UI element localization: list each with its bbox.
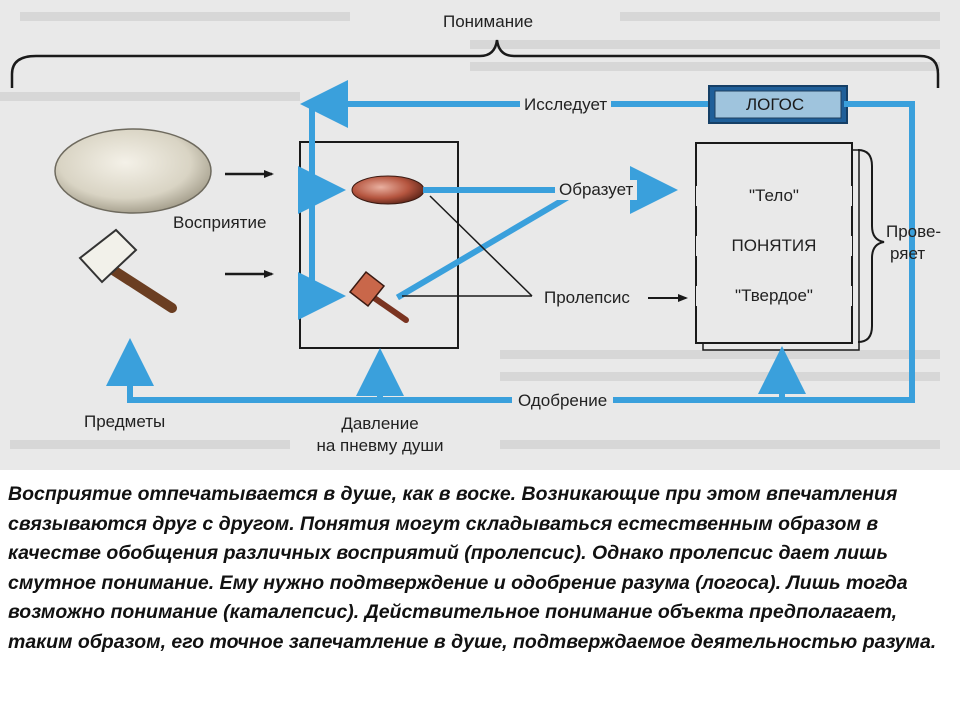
objects-label: Предметы [84,412,166,432]
body-concept-label: "Тело" [696,186,852,206]
investigates-label: Исследует [520,95,612,115]
background-texture [500,350,940,359]
diagram: Понимание Исследует ЛОГОС Образует Воспр… [0,0,960,470]
solid-concept-label: "Твердое" [696,286,852,306]
understanding-brace [10,39,940,88]
hammer-imprint-icon [348,270,409,323]
stone-imprint-icon [351,175,425,205]
caption-text: Восприятие отпечатывается в душе, как в … [8,483,937,653]
hammer-icon [78,228,177,313]
checks-label-line2: ряет [890,244,926,263]
background-texture [470,40,940,49]
background-texture [0,92,300,101]
stone-icon [54,128,212,214]
pressure-label-line2: на пневму души [290,436,470,456]
concepts-label: ПОНЯТИЯ [696,236,852,256]
background-texture [470,62,940,71]
forms-label: Образует [555,180,638,200]
background-texture [500,372,940,381]
soul-box [299,141,459,349]
understanding-label: Понимание [443,12,534,32]
checks-label-line1: Прове- [886,222,942,241]
background-texture [20,12,350,21]
approval-label: Одобрение [512,391,614,411]
prolepsis-pointer-1 [429,195,533,297]
checks-brace [857,149,885,343]
background-texture [10,440,290,449]
perception-label: Восприятие [173,213,267,233]
background-texture [500,440,940,449]
background-texture [620,12,940,21]
logos-label: ЛОГОС [746,95,805,114]
prolepsis-label: Пролепсис [540,288,634,308]
hammer-to-forms-line [395,185,585,301]
diagram-graphics [10,39,940,403]
pressure-label-line1: Давление [290,414,470,434]
